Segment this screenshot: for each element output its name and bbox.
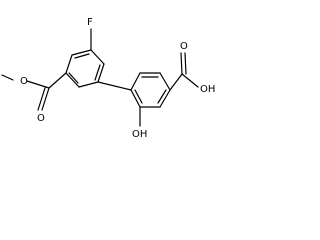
ester-carbonyl-oxygen-label: O	[37, 113, 45, 124]
ring-bond	[65, 54, 73, 74]
ring-bond	[65, 72, 80, 88]
ring-double-bond	[157, 89, 167, 104]
acid-hydroxyl-label: OH	[200, 84, 215, 95]
acid-c-oh-bond	[181, 73, 199, 88]
ring-bond	[159, 72, 171, 91]
ring-bond	[78, 81, 99, 88]
ring-double-bond	[94, 64, 101, 81]
ring-double-bond	[134, 89, 143, 104]
ring-bond	[97, 63, 105, 83]
ring-double-bond	[68, 72, 79, 84]
ring-bond	[130, 89, 141, 108]
biaryl-bond	[97, 81, 132, 91]
ring-to-ester-bond	[48, 72, 67, 89]
left-benzene-ring	[65, 49, 105, 88]
chemical-structure-diagram: F O O O OH OH	[1, 17, 215, 140]
ester-carbonyl-double-bond	[41, 87, 50, 111]
ring-bond	[71, 49, 92, 56]
acid-carbonyl-double-bond	[184, 52, 187, 75]
acid-carbonyl-oxygen-label: O	[180, 41, 188, 52]
ring-double-bond	[74, 53, 90, 59]
ester-carbonyl-double-bond	[37, 87, 46, 111]
ring-to-acid-bond	[169, 73, 183, 91]
ring-bond	[159, 89, 171, 108]
fluorine-atom-label: F	[87, 17, 93, 28]
ester-ether-oxygen-label: O	[20, 76, 28, 87]
ring-bond	[130, 72, 141, 91]
o-methyl-bond	[1, 74, 14, 81]
acid-carbonyl-double-bond	[180, 52, 183, 75]
ring-bond	[90, 49, 105, 65]
phenol-hydroxyl-label: OH	[132, 129, 147, 140]
right-benzene-ring	[130, 72, 171, 108]
ester-c-o-bond	[26, 80, 50, 89]
